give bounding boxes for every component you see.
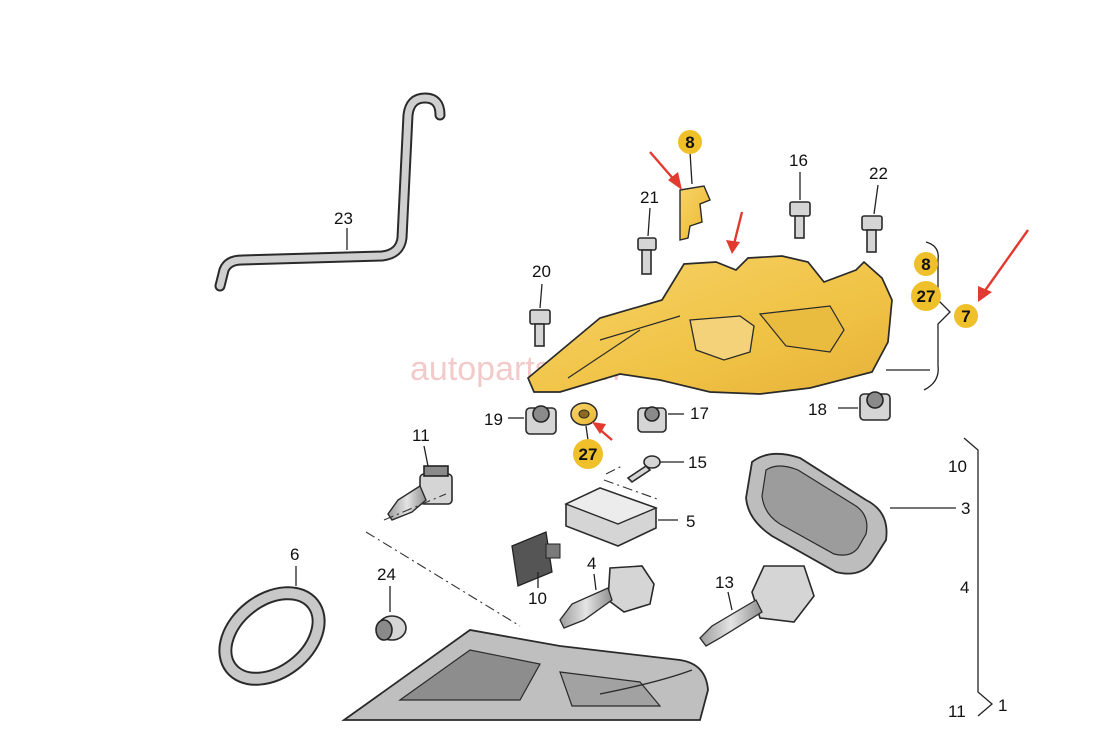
brace-7-group bbox=[923, 241, 951, 391]
part-15-screw bbox=[626, 455, 661, 484]
part-17-clip bbox=[637, 406, 667, 433]
assembly-line-15-5 bbox=[603, 465, 661, 501]
svg-text:8: 8 bbox=[921, 255, 930, 274]
label-3: 3 bbox=[961, 499, 970, 518]
label-15: 15 bbox=[688, 453, 707, 472]
part-10-board bbox=[511, 531, 561, 587]
highlight-arrow-7 bbox=[978, 229, 1029, 302]
label-4-right: 4 bbox=[960, 578, 969, 597]
part-22-screw bbox=[861, 215, 883, 253]
callout-7: 7 bbox=[954, 304, 978, 328]
label-6: 6 bbox=[290, 545, 299, 564]
leader-8-top bbox=[689, 151, 693, 185]
part-7-bracket bbox=[526, 255, 893, 395]
part-8-clip bbox=[679, 185, 711, 241]
part-5-module bbox=[564, 487, 658, 547]
svg-text:27: 27 bbox=[579, 445, 598, 464]
part-19-clip bbox=[525, 405, 557, 435]
svg-text:7: 7 bbox=[961, 307, 970, 326]
svg-text:8: 8 bbox=[685, 133, 694, 152]
label-5: 5 bbox=[686, 512, 695, 531]
label-11-top: 11 bbox=[412, 426, 430, 445]
leader-22 bbox=[873, 184, 879, 215]
label-10-bottom: 10 bbox=[528, 589, 547, 608]
part-16-screw bbox=[789, 201, 811, 239]
highlight-arrow-bracket bbox=[726, 211, 744, 254]
label-11-right: 11 bbox=[948, 702, 966, 721]
part-6-ring bbox=[218, 586, 326, 686]
part-23-hose bbox=[214, 92, 446, 292]
highlight-arrow-27 bbox=[592, 422, 613, 441]
part-24-grommet bbox=[375, 615, 407, 641]
leader-4-left bbox=[593, 573, 597, 591]
leader-27-bottom bbox=[585, 425, 589, 441]
part-20-screw bbox=[529, 309, 551, 347]
part-11-bulb bbox=[387, 465, 453, 521]
callout-27-right: 27 bbox=[911, 281, 941, 311]
part-4-motor bbox=[559, 565, 655, 629]
part-3-frame bbox=[745, 452, 888, 575]
part-13-bulb bbox=[699, 565, 815, 647]
label-19: 19 bbox=[484, 410, 503, 429]
label-1: 1 bbox=[998, 696, 1007, 715]
svg-text:27: 27 bbox=[917, 287, 936, 306]
leader-20 bbox=[539, 283, 543, 309]
label-18: 18 bbox=[808, 400, 827, 419]
label-22: 22 bbox=[869, 164, 888, 183]
leader-11-top bbox=[423, 445, 429, 467]
label-4-left: 4 bbox=[587, 554, 596, 573]
part-27-bushing bbox=[570, 402, 598, 426]
label-24: 24 bbox=[377, 565, 396, 584]
leader-13 bbox=[727, 591, 733, 611]
label-23: 23 bbox=[334, 209, 353, 228]
label-10-right: 10 bbox=[948, 457, 967, 476]
highlight-arrow-8 bbox=[649, 151, 682, 190]
label-17: 17 bbox=[690, 404, 709, 423]
part-21-screw bbox=[637, 237, 657, 275]
callout-8-right: 8 bbox=[914, 252, 938, 276]
label-16: 16 bbox=[789, 151, 808, 170]
brace-1-group bbox=[963, 437, 993, 717]
callout-27-bottom: 27 bbox=[573, 439, 603, 469]
label-20: 20 bbox=[532, 262, 551, 281]
leader-21 bbox=[647, 207, 651, 237]
part-1-housing bbox=[341, 629, 709, 721]
label-21: 21 bbox=[640, 188, 659, 207]
callout-8-top: 8 bbox=[678, 130, 702, 154]
label-13: 13 bbox=[715, 573, 734, 592]
part-18-clip bbox=[859, 391, 891, 421]
